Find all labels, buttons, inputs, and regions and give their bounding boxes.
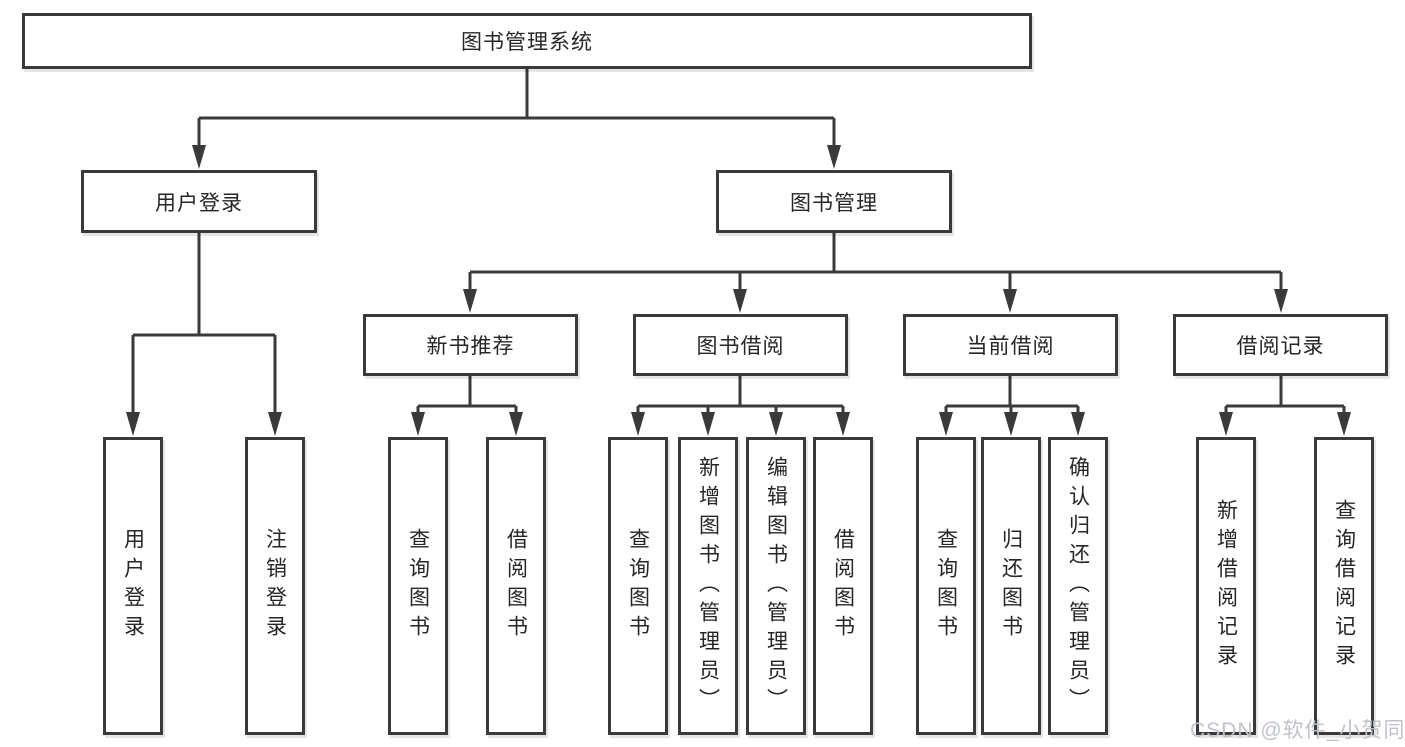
leaf-recommend-query-books: 查询图书 [388, 437, 448, 735]
arrowhead [1004, 412, 1018, 436]
leaf-borrowing-add-books-admin: 新增图书（管理员） [678, 437, 738, 735]
arrowhead [836, 412, 850, 436]
leaf-current-query-books: 查询图书 [916, 437, 976, 735]
leaf-user-login: 用户登录 [103, 437, 163, 735]
arrowhead [463, 289, 477, 313]
connector-user-login-to-leaves [126, 233, 282, 436]
leaf-borrowing-edit-books-admin: 编辑图书（管理员） [746, 437, 806, 735]
arrowhead [769, 412, 783, 436]
node-current-borrowing: 当前借阅 [903, 314, 1118, 376]
node-borrowing-records: 借阅记录 [1173, 314, 1388, 376]
arrowhead [411, 412, 425, 436]
arrowhead [631, 412, 645, 436]
leaf-borrowing-borrow-books: 借阅图书 [813, 437, 873, 735]
node-book-borrowing: 图书借阅 [633, 314, 848, 376]
node-new-book-recommend: 新书推荐 [363, 314, 578, 376]
node-book-management-branch: 图书管理 [716, 170, 952, 233]
connector-new-book-recommend-to-leaves [411, 376, 523, 436]
arrowhead [1003, 289, 1017, 313]
arrowhead [939, 412, 953, 436]
connector-book-management-to-level3 [463, 233, 1288, 313]
leaf-current-return-books: 归还图书 [981, 437, 1041, 735]
connector-root-to-level2 [192, 69, 841, 169]
leaf-logout: 注销登录 [245, 437, 305, 735]
arrowhead [126, 412, 140, 436]
arrowhead [1071, 412, 1085, 436]
connector-borrowing-records-to-leaves [1219, 376, 1351, 436]
arrowhead [1274, 289, 1288, 313]
arrowhead [268, 412, 282, 436]
connector-current-borrowing-to-leaves [939, 376, 1085, 436]
arrowhead [509, 412, 523, 436]
arrowhead [827, 145, 841, 169]
csdn-watermark: CSDN @软件_小贺同学 [1190, 719, 1405, 742]
arrowhead [192, 145, 206, 169]
leaf-current-confirm-return-admin: 确认归还（管理员） [1048, 437, 1108, 735]
arrowhead [701, 412, 715, 436]
leaf-borrowing-query-books: 查询图书 [608, 437, 668, 735]
node-root-library-management-system: 图书管理系统 [22, 13, 1032, 69]
arrowhead [1219, 412, 1233, 436]
node-user-login-branch: 用户登录 [81, 170, 317, 233]
leaf-records-add-borrow-record: 新增借阅记录 [1196, 437, 1256, 735]
connector-book-borrowing-to-leaves [631, 376, 850, 436]
arrowhead [733, 289, 747, 313]
leaf-records-query-borrow-record: 查询借阅记录 [1314, 437, 1374, 735]
leaf-recommend-borrow-books: 借阅图书 [486, 437, 546, 735]
arrowhead [1337, 412, 1351, 436]
